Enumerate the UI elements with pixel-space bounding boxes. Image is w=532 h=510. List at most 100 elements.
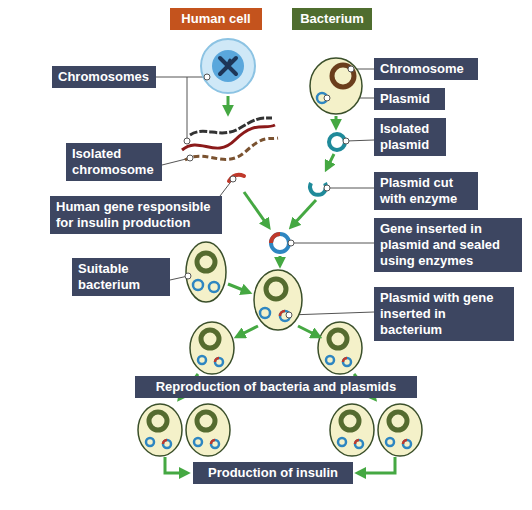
bacterial-chromosome xyxy=(341,412,359,430)
recombinant-plasmid xyxy=(403,440,411,448)
bacterial-chromosome xyxy=(197,253,215,271)
label-box: Isolated plasmid xyxy=(374,118,446,156)
inserted-gene xyxy=(211,440,215,444)
process-arrow xyxy=(292,200,316,226)
process-arrow xyxy=(298,326,318,336)
recombinant-plasmid xyxy=(343,358,351,366)
leader-line xyxy=(156,77,207,78)
bacterial-chromosome xyxy=(149,412,167,430)
leader-dot xyxy=(348,66,354,72)
label-box: Production of insulin xyxy=(193,462,353,484)
plasmid xyxy=(209,282,219,292)
plasmid xyxy=(326,356,334,364)
process-arrow xyxy=(227,96,230,112)
plasmid xyxy=(338,438,346,446)
leader-dot xyxy=(324,185,330,191)
leader-dot xyxy=(288,240,294,246)
chromosome-strand xyxy=(182,125,275,150)
plasmid xyxy=(386,438,394,446)
process-arrow xyxy=(335,116,338,126)
chromosome-strand xyxy=(185,138,278,160)
recombinant-plasmid xyxy=(215,358,223,366)
label-text: Suitable bacterium xyxy=(78,261,164,293)
human-cell xyxy=(201,39,255,93)
leader-dot xyxy=(343,138,349,144)
inserted-gene xyxy=(355,440,359,444)
bacterial-chromosome xyxy=(332,65,354,87)
leader-line xyxy=(327,188,374,189)
plasmid xyxy=(260,308,270,318)
label-text: Plasmid xyxy=(380,91,439,107)
process-arrow xyxy=(238,326,258,336)
bacterium xyxy=(310,58,362,114)
label-text: Human cell xyxy=(176,11,256,27)
label-box: Chromosome xyxy=(374,58,478,80)
label-box: Reproduction of bacteria and plasmids xyxy=(135,376,417,398)
label-text: Isolated chromosome xyxy=(72,146,156,178)
process-arrows xyxy=(165,96,395,473)
plasmid xyxy=(198,356,206,364)
bacterium xyxy=(186,242,226,302)
inserted-gene xyxy=(403,440,407,444)
label-box: Plasmid xyxy=(374,88,445,110)
label-text: Production of insulin xyxy=(199,465,347,481)
label-text: Plasmid cut with enzyme xyxy=(380,175,472,207)
label-box: Plasmid with gene inserted in bacterium xyxy=(374,287,514,341)
label-box: Isolated chromosome xyxy=(66,143,162,181)
label-text: Reproduction of bacteria and plasmids xyxy=(141,379,411,395)
process-arrow xyxy=(327,154,334,168)
bacterial-chromosome xyxy=(329,330,347,348)
leader-dot xyxy=(204,74,210,80)
leader-line xyxy=(291,243,374,244)
chromosome-symbol xyxy=(226,60,230,68)
section-heading: Bacterium xyxy=(292,8,372,30)
label-text: Chromosome xyxy=(380,61,472,77)
recombinant-plasmid xyxy=(211,440,219,448)
inserted-gene xyxy=(280,311,285,316)
recombinant-plasmid xyxy=(271,234,289,252)
leader-dots xyxy=(184,66,354,318)
bacterium xyxy=(330,404,374,456)
insulin-gene xyxy=(229,175,244,181)
bacterial-chromosome xyxy=(197,412,215,430)
recombinant-plasmid xyxy=(163,440,171,448)
inserted-gene xyxy=(271,234,280,243)
bacterium xyxy=(138,404,182,456)
chromosome-symbol xyxy=(220,58,236,74)
label-text: Plasmid with gene inserted in bacterium xyxy=(380,290,508,338)
inserted-gene xyxy=(215,358,219,362)
chromosome-strand xyxy=(190,118,272,135)
leader-dot xyxy=(230,176,236,182)
inserted-gene xyxy=(343,358,347,362)
leader-line xyxy=(346,140,374,141)
bacterium xyxy=(190,322,234,374)
bacterial-chromosome xyxy=(201,330,219,348)
plasmid xyxy=(194,438,202,446)
nucleus xyxy=(212,50,244,82)
leader-dot xyxy=(187,155,193,161)
recombinant-plasmid xyxy=(355,440,363,448)
label-box: Human gene responsible for insulin produ… xyxy=(50,196,222,234)
process-arrow xyxy=(359,457,395,473)
plasmid xyxy=(329,134,345,150)
leader-dot xyxy=(286,312,292,318)
label-text: Isolated plasmid xyxy=(380,121,440,153)
section-heading: Human cell xyxy=(170,8,262,30)
bacterium xyxy=(378,404,422,456)
leader-dot xyxy=(184,138,190,144)
plasmid xyxy=(193,280,203,290)
bacterium xyxy=(254,270,302,330)
label-box: Gene inserted in plasmid and sealed usin… xyxy=(374,218,522,272)
cut-plasmid xyxy=(310,183,326,195)
process-arrow xyxy=(165,457,186,473)
label-box: Chromosomes xyxy=(52,66,156,88)
label-text: Gene inserted in plasmid and sealed usin… xyxy=(380,221,516,269)
process-arrow xyxy=(228,284,248,292)
bacterium xyxy=(186,404,230,456)
bacterial-chromosome xyxy=(389,412,407,430)
label-text: Bacterium xyxy=(298,11,366,27)
leader-dot xyxy=(324,95,330,101)
label-box: Suitable bacterium xyxy=(72,258,170,296)
